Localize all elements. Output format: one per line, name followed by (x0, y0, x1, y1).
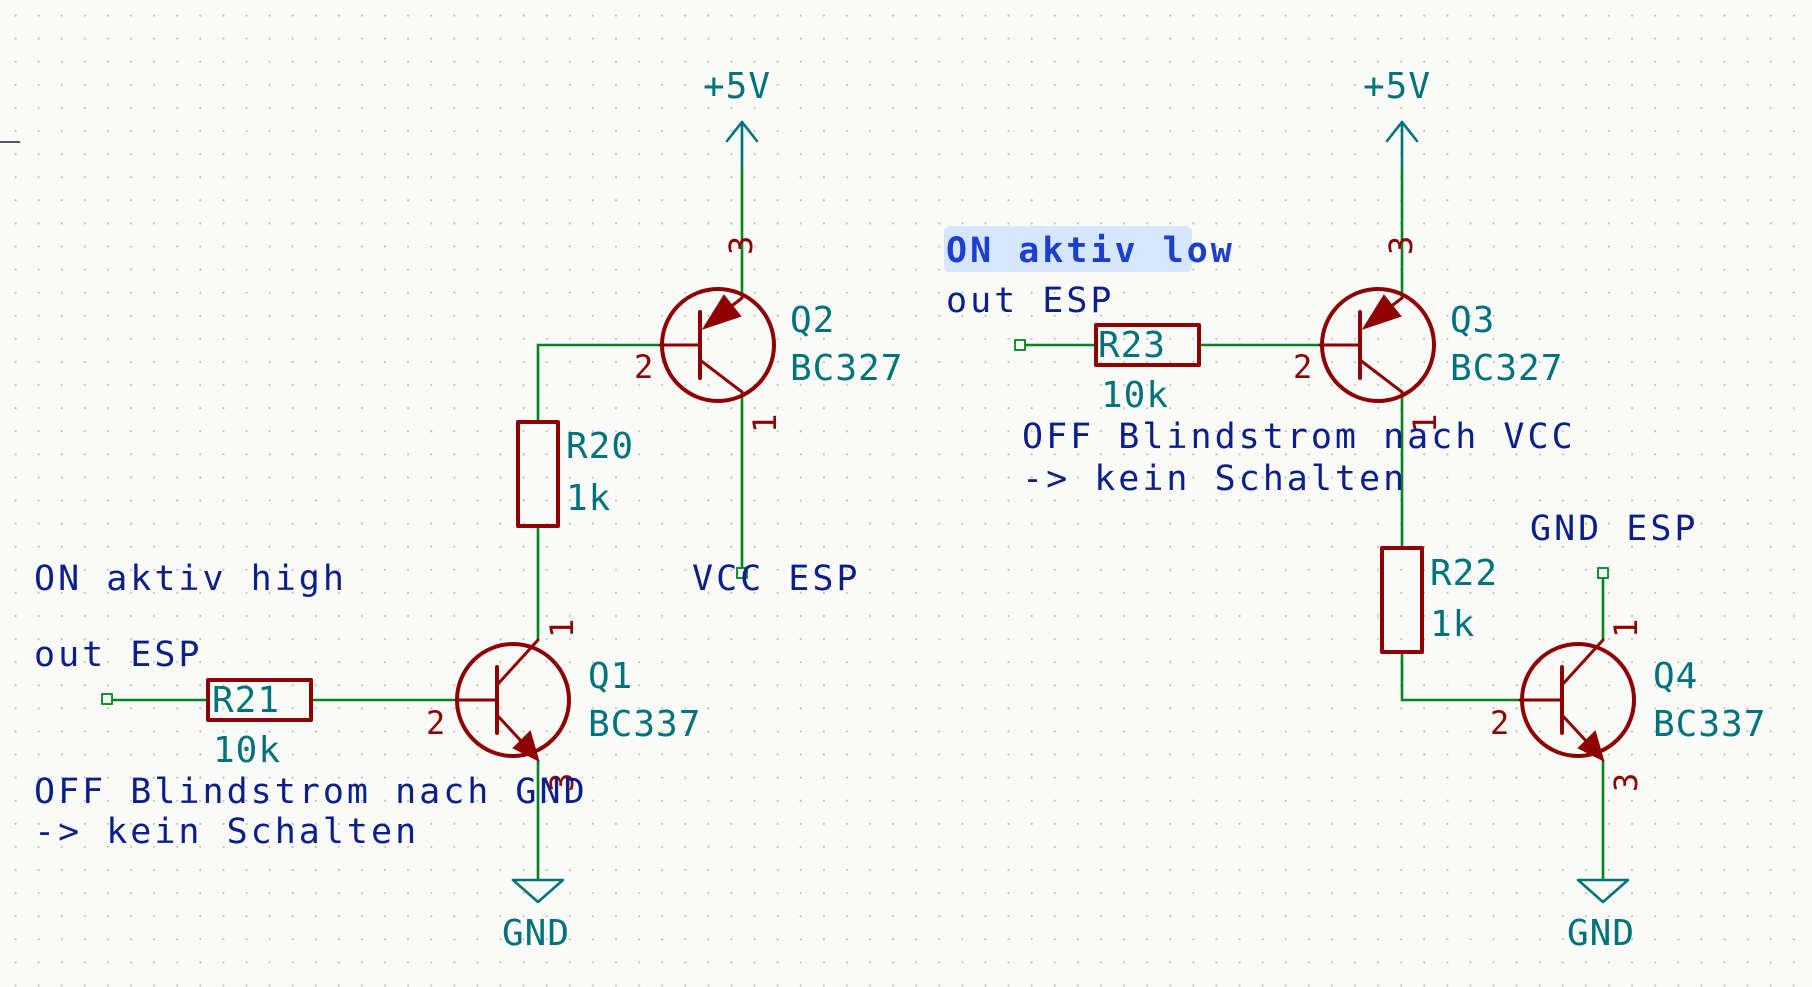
r22-ref: R22 (1430, 553, 1498, 594)
transistor-q4: 2 1 3 Q4 BC337 (1490, 619, 1766, 792)
q2-pin-e: 3 (722, 236, 760, 255)
ground-right: GND (1567, 878, 1635, 954)
right-wires (1020, 165, 1605, 880)
r23-ref: R23 (1098, 325, 1166, 366)
q3-value: BC327 (1450, 348, 1563, 389)
r21-value: 10k (213, 730, 281, 771)
q4-ref: Q4 (1653, 656, 1698, 697)
q1-value: BC337 (588, 704, 701, 745)
ground-left: GND (502, 878, 570, 954)
resistor-r22: R22 1k (1380, 546, 1498, 654)
note-right-on: ON aktiv low (946, 231, 1235, 271)
note-highlight-box (944, 226, 1192, 272)
port-vcc-esp (736, 567, 748, 579)
note-right-off-2: -> kein Schalten (1022, 459, 1407, 499)
port-gnd-esp (1597, 567, 1609, 579)
wire-r22-q4 (1400, 652, 1520, 702)
q2-value: BC327 (790, 348, 903, 389)
power-5v-left: +5V (703, 66, 771, 167)
q3-ref: Q3 (1450, 300, 1495, 341)
q1-pin-e: 3 (543, 773, 581, 792)
q2-pin-b: 2 (634, 348, 653, 386)
resistor-r23: R23 10k (1094, 323, 1201, 416)
note-left-on: ON aktiv high (34, 559, 347, 599)
note-right-in: out ESP (946, 281, 1115, 321)
left-circuit: +5V GND R21 10k R20 1k 2 3 (34, 66, 903, 954)
resistor-r20: R20 1k (516, 420, 634, 528)
r21-ref: R21 (212, 680, 280, 721)
q4-value: BC337 (1653, 704, 1766, 745)
q1-pin-b: 2 (426, 704, 445, 742)
note-left-vcc-esp: VCC ESP (692, 559, 861, 599)
left-wires (108, 165, 744, 880)
port-right-input (1014, 339, 1026, 351)
right-circuit: +5V GND R23 10k R22 1k 2 3 (944, 66, 1766, 954)
q4-pin-c: 1 (1607, 619, 1645, 638)
ground-left-label: GND (502, 913, 570, 954)
port-left-input (101, 693, 113, 705)
note-left-off-2: -> kein Schalten (34, 812, 419, 852)
q4-pin-b: 2 (1490, 704, 1509, 742)
q3-pin-c: 1 (1406, 414, 1444, 433)
q1-pin-c: 1 (543, 619, 581, 638)
wire-r20-q2 (536, 343, 660, 422)
q4-pin-e: 3 (1607, 773, 1645, 792)
r20-value: 1k (566, 478, 611, 519)
q3-pin-b: 2 (1293, 348, 1312, 386)
note-right-off-1: OFF Blindstrom nach VCC (1022, 417, 1576, 457)
r23-value: 10k (1101, 375, 1169, 416)
ground-right-label: GND (1567, 913, 1635, 954)
power-5v-right-label: +5V (1363, 66, 1431, 107)
transistor-q3: 2 3 1 Q3 BC327 (1293, 236, 1563, 433)
q1-ref: Q1 (588, 656, 633, 697)
note-left-in: out ESP (34, 635, 203, 675)
power-5v-right: +5V (1363, 66, 1431, 167)
power-5v-left-label: +5V (703, 66, 771, 107)
q2-pin-c: 1 (746, 414, 784, 433)
q2-ref: Q2 (790, 300, 835, 341)
r20-ref: R20 (566, 426, 634, 467)
q3-pin-e: 3 (1382, 236, 1420, 255)
transistor-q1: 2 1 3 Q1 BC337 (426, 619, 701, 792)
transistor-q2: 2 3 1 Q2 BC327 (634, 236, 903, 433)
r22-value: 1k (1430, 604, 1475, 645)
note-left-off-1: OFF Blindstrom nach GND (34, 772, 588, 812)
resistor-r21: R21 10k (206, 678, 313, 771)
note-right-gnd-esp: GND ESP (1530, 509, 1699, 549)
